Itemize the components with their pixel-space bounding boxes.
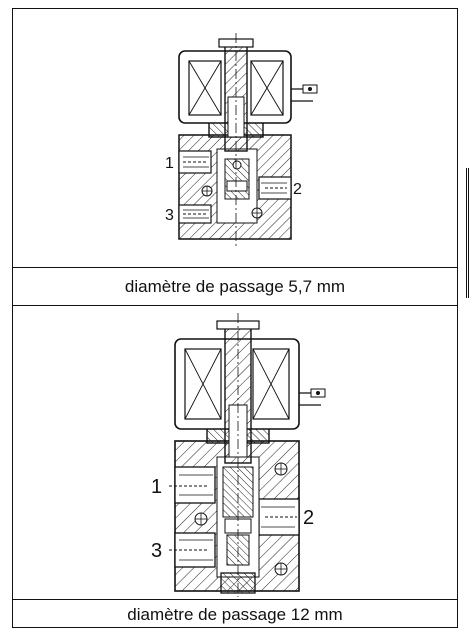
caption-large: diamètre de passage 12 mm	[127, 605, 343, 624]
caption-separator	[13, 267, 457, 268]
port-label-1: 1	[151, 476, 162, 498]
page-edge-tab	[466, 168, 469, 298]
valve-diagram-large: 1 2 3	[151, 313, 326, 597]
port-1-bore	[174, 466, 216, 504]
valve-panel-large: 1 2 3	[13, 307, 457, 597]
panel-separator	[13, 305, 457, 306]
port-label-3: 3	[165, 207, 174, 224]
caption-separator	[13, 599, 457, 600]
valve-diagram-small: 1 2 3	[165, 33, 318, 249]
caption-small: diamètre de passage 5,7 mm	[124, 277, 346, 296]
electrical-connector	[291, 84, 318, 102]
electrical-connector	[299, 388, 326, 406]
port-label-2: 2	[293, 181, 302, 198]
port-label-2: 2	[303, 507, 314, 529]
figure-frame: 1 2 3 diamètre de passage 5,7 mm	[12, 8, 458, 628]
valve-panel-small: 1 2 3	[13, 9, 457, 267]
port-label-1: 1	[165, 155, 174, 172]
port-label-3: 3	[151, 540, 162, 562]
